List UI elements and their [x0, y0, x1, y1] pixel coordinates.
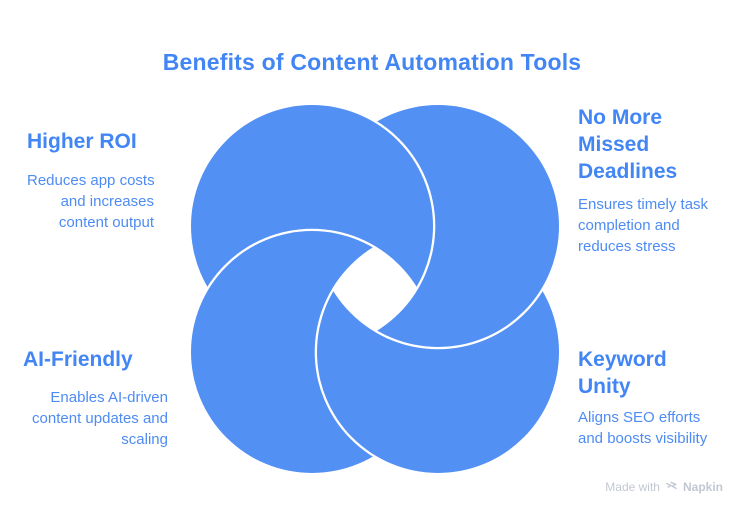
label-body: Ensures timely task completion and reduc…: [578, 194, 728, 257]
body-line: content updates and: [32, 410, 168, 427]
heading-line: AI-Friendly: [23, 348, 133, 371]
body-line: reduces stress: [578, 238, 676, 255]
label-heading: AI-Friendly: [23, 346, 168, 373]
label-body: Reduces app costs and increases content …: [27, 170, 155, 233]
page-title: Benefits of Content Automation Tools: [162, 49, 582, 75]
label-heading: Keyword Unity: [578, 346, 728, 400]
body-line: and boosts visibility: [578, 430, 708, 447]
body-line: Enables AI-driven: [50, 389, 168, 406]
body-line: content output: [58, 214, 154, 231]
heading-line: Missed: [578, 133, 650, 156]
watermark-prefix: Made with: [605, 480, 660, 494]
body-line: Aligns SEO efforts: [578, 409, 701, 426]
label-higher-roi: Higher ROI Reduces app costs and increas…: [27, 128, 155, 233]
body-line: Reduces app costs: [27, 172, 155, 189]
label-heading: Higher ROI: [27, 128, 154, 155]
heading-line: No More: [578, 106, 662, 129]
circle-bottom-left: [191, 231, 433, 473]
label-heading: No More Missed Deadlines: [578, 104, 728, 185]
made-with-napkin-badge[interactable]: Made with Napkin: [605, 479, 723, 495]
body-line: and increases: [60, 193, 154, 210]
body-line: Ensures timely task: [578, 196, 709, 213]
heading-line: Deadlines: [578, 160, 678, 183]
label-ai-friendly: AI-Friendly Enables AI-driven content up…: [23, 346, 168, 450]
napkin-scribble-icon: [665, 479, 678, 495]
label-body: Enables AI-driven content updates and sc…: [23, 387, 168, 450]
label-no-more-missed-deadlines: No More Missed Deadlines Ensures timely …: [578, 104, 728, 257]
heading-line: Higher ROI: [27, 130, 137, 153]
body-line: scaling: [121, 431, 168, 448]
body-line: completion and: [578, 217, 680, 234]
heading-line: Keyword: [578, 348, 667, 371]
heading-line: Unity: [578, 375, 631, 398]
label-body: Aligns SEO efforts and boosts visibility: [578, 407, 728, 449]
label-keyword-unity: Keyword Unity Aligns SEO efforts and boo…: [578, 346, 728, 449]
watermark-brand: Napkin: [682, 480, 723, 494]
